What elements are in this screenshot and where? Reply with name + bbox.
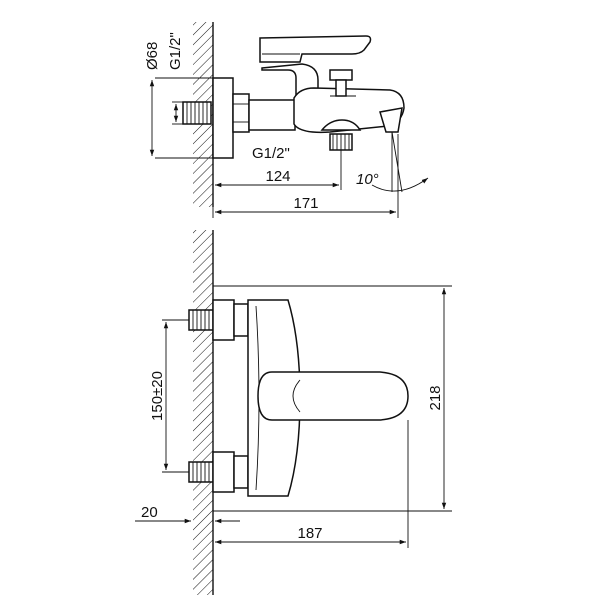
lower-nut <box>233 455 249 489</box>
length-dimension-label: 171 <box>293 195 318 212</box>
lower-flange <box>212 451 235 493</box>
side-spout-tip <box>379 107 403 133</box>
side-view: Ø68 G1/2" G1/2" 124 171 10° <box>144 22 429 218</box>
front-view: 150±20 218 20 187 <box>135 230 452 595</box>
upper-flange <box>212 299 235 341</box>
front-lever-handle <box>257 371 409 421</box>
angle-dimension-label: 10° <box>356 171 379 188</box>
wall-offset-dimension-label: 20 <box>141 504 158 521</box>
side-diverter-knob <box>329 69 353 81</box>
side-nut <box>232 93 250 133</box>
depth-dimension-label: 124 <box>265 168 290 185</box>
side-flange <box>212 77 234 159</box>
height-dimension-label: 218 <box>427 385 444 410</box>
side-lever-handle <box>259 35 372 63</box>
outlet-thread-label: G1/2" <box>252 145 290 162</box>
upper-nut <box>233 303 249 337</box>
diameter-dimension-label: Ø68 <box>144 42 161 70</box>
centers-dimension-label: 150±20 <box>149 371 166 421</box>
front-wall-hatch <box>193 230 213 595</box>
inlet-thread-label: G1/2" <box>167 32 184 70</box>
width-dimension-label: 187 <box>297 525 322 542</box>
